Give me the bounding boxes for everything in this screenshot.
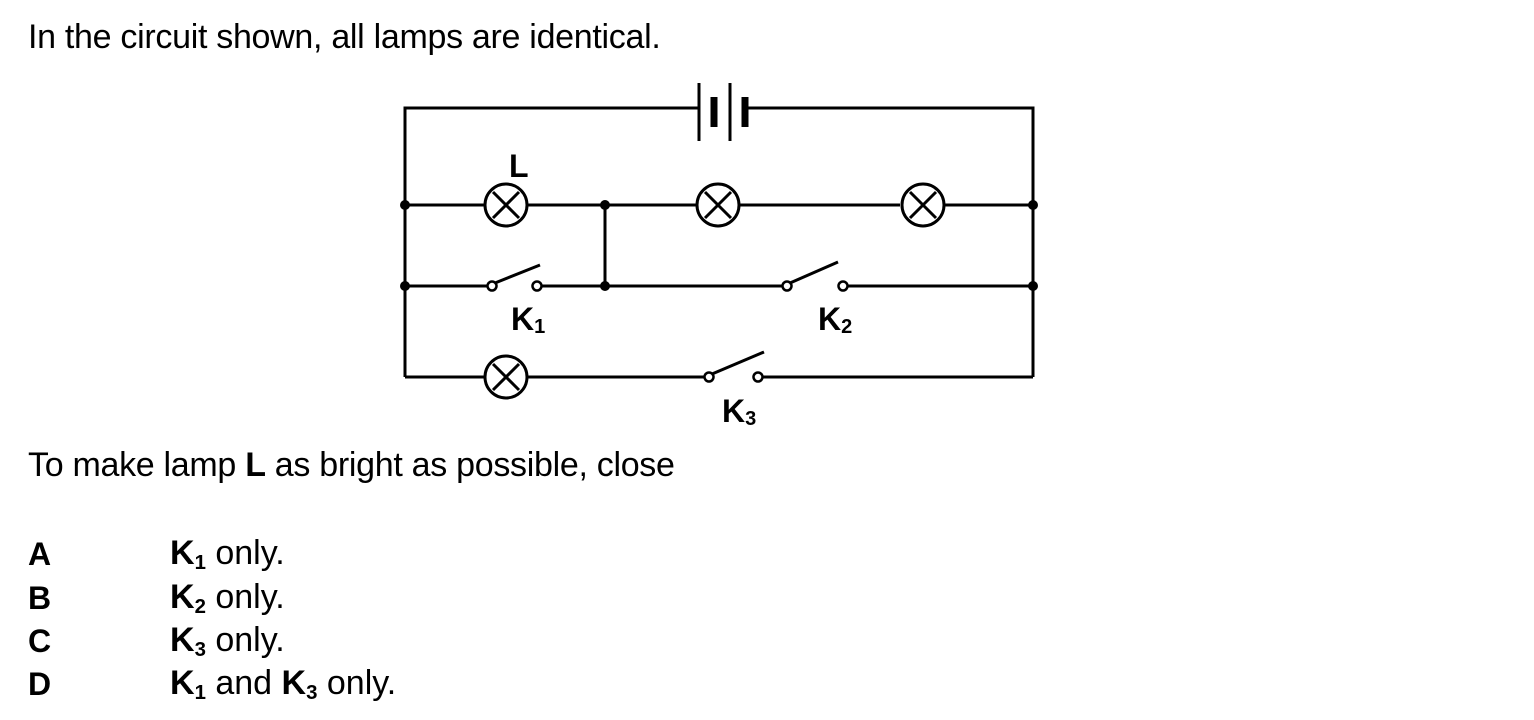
switch-K3-label: K3 bbox=[722, 393, 756, 430]
switch-K1-label: K1 bbox=[511, 301, 545, 338]
lamp-icon bbox=[695, 182, 741, 228]
top-branch bbox=[403, 106, 1035, 205]
junction-dot bbox=[1028, 200, 1038, 210]
question-lamp-label: L bbox=[245, 446, 266, 484]
lamp-L-icon bbox=[483, 182, 529, 228]
option-d-letter[interactable]: D bbox=[28, 666, 52, 702]
junction-dot bbox=[400, 281, 410, 291]
question-prefix: To make lamp bbox=[28, 446, 246, 484]
question-suffix: as bright as possible, close bbox=[265, 446, 675, 484]
option-a-text[interactable]: K1 only. bbox=[170, 534, 285, 575]
question-text: To make lamp L as bright as possible, cl… bbox=[28, 448, 675, 482]
option-a-letter[interactable]: A bbox=[28, 536, 52, 572]
lamp-icon bbox=[483, 354, 529, 400]
switch-K1-icon bbox=[486, 263, 543, 292]
junction-dot bbox=[1028, 281, 1038, 291]
option-c-text[interactable]: K3 only. bbox=[170, 621, 285, 662]
junction-dot bbox=[600, 200, 610, 210]
option-b-text[interactable]: K2 only. bbox=[170, 578, 285, 619]
switch-K2-icon bbox=[781, 260, 849, 292]
junction-dot bbox=[400, 200, 410, 210]
junction-dot bbox=[600, 281, 610, 291]
option-c-letter[interactable]: C bbox=[28, 623, 52, 659]
battery-icon bbox=[697, 83, 749, 141]
lamp-icon bbox=[900, 182, 946, 228]
junction-dots bbox=[400, 200, 1038, 291]
switch-K2-label: K2 bbox=[818, 301, 852, 338]
switch-K3-icon bbox=[703, 350, 765, 383]
option-b-letter[interactable]: B bbox=[28, 580, 52, 616]
intro-text: In the circuit shown, all lamps are iden… bbox=[28, 18, 661, 56]
lamp-L-label: L bbox=[509, 148, 529, 184]
option-d-text[interactable]: K1 and K3 only. bbox=[170, 664, 397, 705]
